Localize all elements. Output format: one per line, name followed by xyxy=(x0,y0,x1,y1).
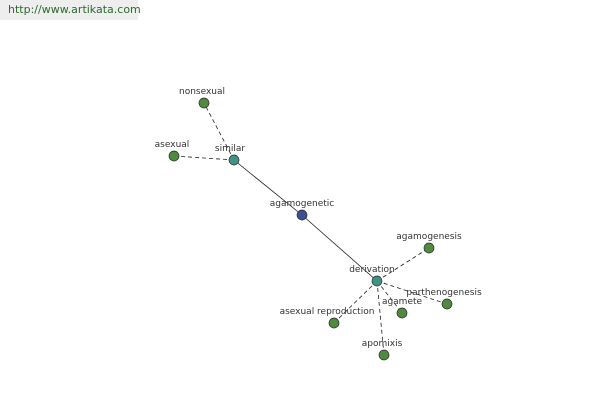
site-url-text[interactable]: http://www.artikata.com xyxy=(8,3,141,16)
edge-similar-asexual xyxy=(173,155,235,161)
node-dot-apomixis[interactable] xyxy=(378,349,390,361)
edge-derivation-agamogenesis xyxy=(376,247,430,282)
edge-derivation-parthenogenesis xyxy=(376,280,448,305)
node-parthenogenesis[interactable]: parthenogenesis xyxy=(406,288,482,310)
node-label-parthenogenesis[interactable]: parthenogenesis xyxy=(406,288,482,298)
node-label-asexual-reproduction[interactable]: asexual reproduction xyxy=(280,307,375,317)
node-dot-parthenogenesis[interactable] xyxy=(441,298,453,310)
node-label-similar[interactable]: similar xyxy=(215,144,245,154)
edge-derivation-apomixis xyxy=(376,280,385,356)
site-url-banner[interactable]: http://www.artikata.com xyxy=(0,0,141,20)
node-apomixis[interactable]: apomixis xyxy=(362,339,403,361)
node-nonsexual[interactable]: nonsexual xyxy=(179,87,225,109)
node-agamete[interactable]: agamete xyxy=(382,297,423,319)
node-label-agamogenetic[interactable]: agamogenetic xyxy=(270,199,335,209)
node-derivation[interactable]: derivation xyxy=(349,265,395,287)
node-label-agamogenesis[interactable]: agamogenesis xyxy=(396,232,462,242)
node-label-nonsexual[interactable]: nonsexual xyxy=(179,87,225,97)
node-dot-asexual[interactable] xyxy=(168,150,180,162)
node-label-asexual[interactable]: asexual xyxy=(155,140,190,150)
node-dot-agamete[interactable] xyxy=(396,307,408,319)
node-dot-agamogenetic[interactable] xyxy=(296,209,308,221)
node-dot-nonsexual[interactable] xyxy=(198,97,210,109)
edge-agamogenetic-similar xyxy=(233,159,303,216)
node-label-agamete[interactable]: agamete xyxy=(382,297,423,307)
node-label-apomixis[interactable]: apomixis xyxy=(362,339,403,349)
edge-similar-nonsexual xyxy=(203,102,235,161)
node-agamogenetic[interactable]: agamogenetic xyxy=(270,199,335,221)
node-dot-agamogenesis[interactable] xyxy=(423,242,435,254)
node-asexual-reproduction[interactable]: asexual reproduction xyxy=(280,307,375,329)
edges-layer xyxy=(173,102,448,356)
edge-derivation-asexual-reproduction xyxy=(333,280,378,324)
node-asexual[interactable]: asexual xyxy=(155,140,190,162)
node-agamogenesis[interactable]: agamogenesis xyxy=(396,232,462,254)
node-similar[interactable]: similar xyxy=(215,144,245,166)
node-label-derivation[interactable]: derivation xyxy=(349,265,395,275)
nodes-layer: agamogenetic similar derivation nonsexual as… xyxy=(155,87,482,361)
node-dot-similar[interactable] xyxy=(228,154,240,166)
node-dot-derivation[interactable] xyxy=(371,275,383,287)
node-dot-asexual-reproduction[interactable] xyxy=(328,317,340,329)
edge-agamogenetic-derivation xyxy=(301,214,378,282)
